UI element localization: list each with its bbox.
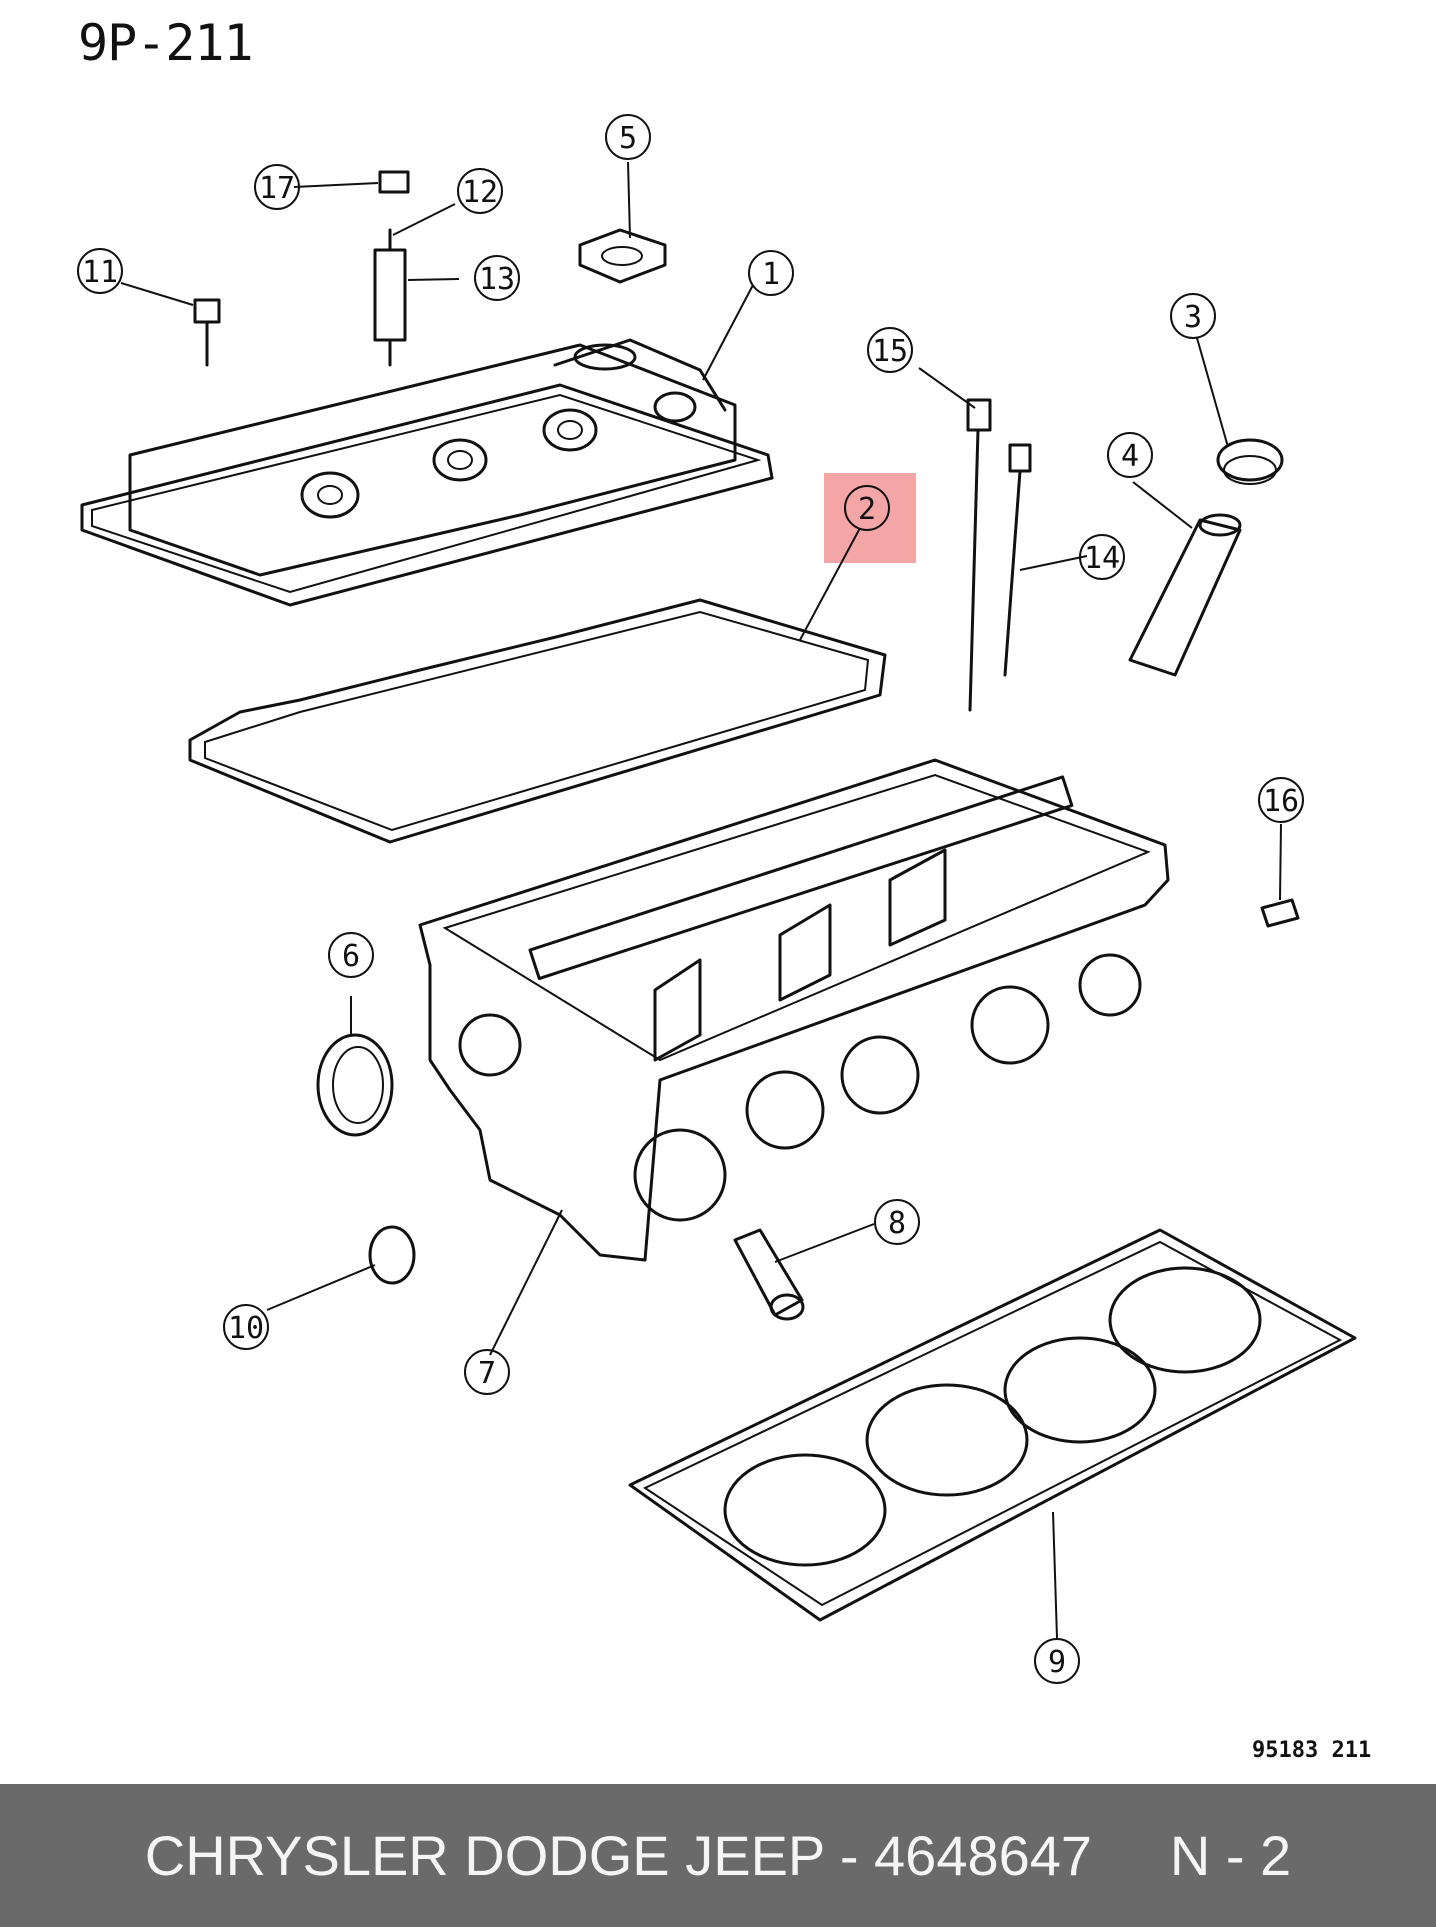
svg-text:11: 11 xyxy=(82,255,118,290)
callout-3: 3 xyxy=(1170,293,1216,339)
exploded-parts-diagram: 1 2 3 4 5 6 7 8 9 10 11 12 13 14 15 16 1… xyxy=(77,114,1357,1684)
svg-text:9: 9 xyxy=(1048,1645,1066,1680)
part-plug-10 xyxy=(368,1225,416,1285)
svg-text:2: 2 xyxy=(858,492,876,527)
callout-12: 12 xyxy=(457,168,503,214)
callout-13: 13 xyxy=(474,255,520,301)
svg-text:5: 5 xyxy=(619,121,637,156)
svg-text:16: 16 xyxy=(1263,784,1299,819)
footer-bar: CHRYSLER DODGE JEEP - 4648647 N - 2 xyxy=(0,1784,1436,1927)
callout-6: 6 xyxy=(328,932,374,978)
part-tube xyxy=(1128,513,1242,677)
part-valve-cover xyxy=(80,338,774,607)
svg-text:10: 10 xyxy=(228,1311,264,1346)
svg-text:4: 4 xyxy=(1121,439,1139,474)
part-head-bolts xyxy=(966,398,1032,712)
callout-7: 7 xyxy=(464,1349,510,1395)
svg-text:8: 8 xyxy=(888,1206,906,1241)
callout-1: 1 xyxy=(748,250,794,296)
callout-16: 16 xyxy=(1258,777,1304,823)
callout-17: 17 xyxy=(254,164,300,210)
part-stud-spacer-13 xyxy=(373,228,407,367)
part-pin-8 xyxy=(733,1228,805,1321)
leader-lines xyxy=(120,161,1282,1639)
callout-2: 2 xyxy=(844,485,890,531)
svg-text:17: 17 xyxy=(259,171,295,206)
figure-code: 95183 211 xyxy=(1252,1738,1372,1763)
part-head-gasket xyxy=(628,1228,1357,1622)
svg-text:3: 3 xyxy=(1184,300,1202,335)
part-tube-seal xyxy=(1216,438,1284,485)
part-valve-cover-gasket xyxy=(188,598,887,844)
callout-10: 10 xyxy=(223,1304,269,1350)
sheet-id: 9P-211 xyxy=(78,14,254,72)
callout-5: 5 xyxy=(605,114,651,160)
svg-text:6: 6 xyxy=(342,939,360,974)
footer-part-text: CHRYSLER DODGE JEEP - 4648647 N - 2 xyxy=(144,1824,1292,1887)
svg-text:12: 12 xyxy=(462,175,498,210)
callout-2-highlight xyxy=(824,473,916,563)
svg-text:15: 15 xyxy=(872,334,908,369)
part-cylinder-head xyxy=(418,758,1170,1262)
callout-11: 11 xyxy=(77,248,123,294)
part-seal-6 xyxy=(316,1033,394,1137)
callout-8: 8 xyxy=(874,1199,920,1245)
svg-text:1: 1 xyxy=(762,257,780,292)
callout-4: 4 xyxy=(1107,432,1153,478)
part-oil-cap xyxy=(578,228,667,284)
part-sensor-16 xyxy=(1260,898,1300,928)
callout-14: 14 xyxy=(1079,534,1125,580)
svg-text:13: 13 xyxy=(479,262,515,297)
part-nut-17 xyxy=(378,170,410,194)
callout-9: 9 xyxy=(1034,1638,1080,1684)
callout-15: 15 xyxy=(867,327,913,373)
part-bolt-11 xyxy=(193,298,221,367)
svg-text:14: 14 xyxy=(1084,541,1120,576)
svg-text:7: 7 xyxy=(478,1356,496,1391)
